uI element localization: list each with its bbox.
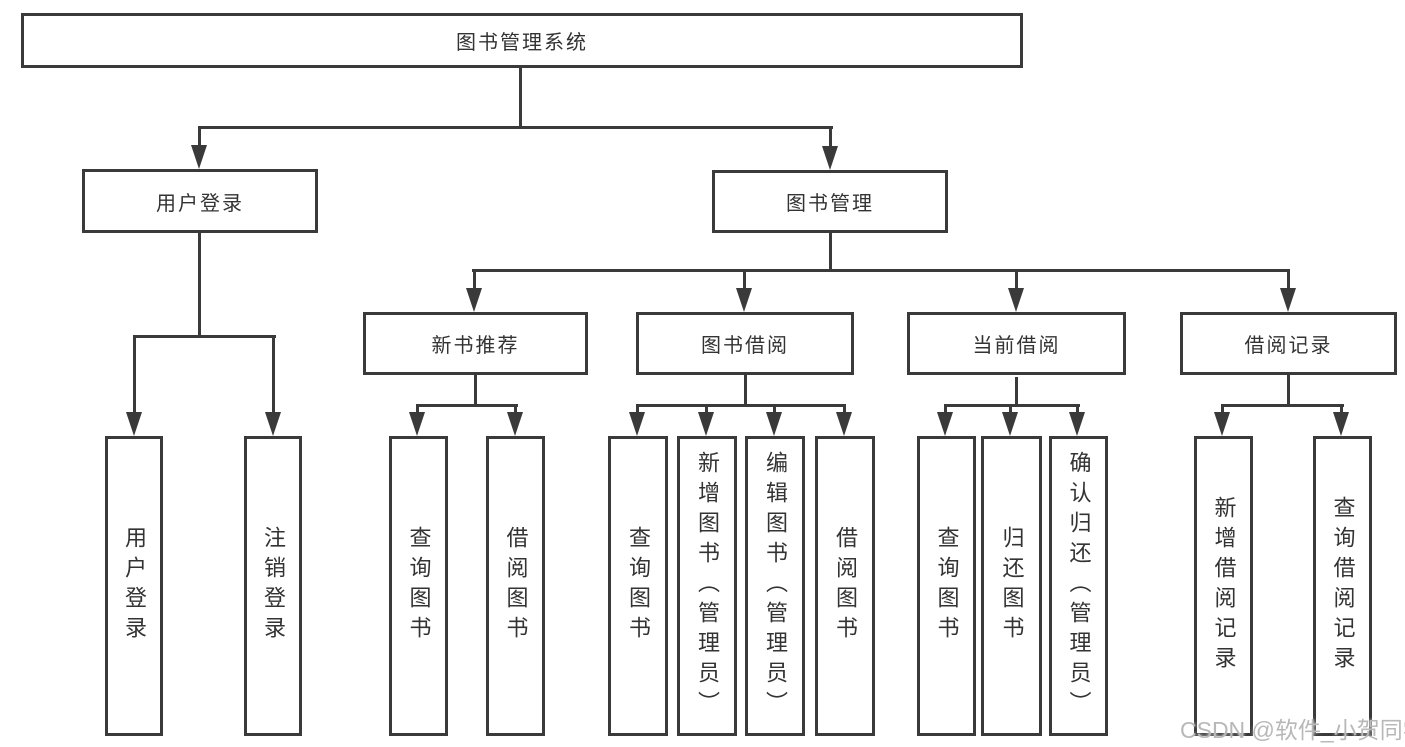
arrowhead-add-books <box>698 412 714 436</box>
connector-to-leaf-user-login <box>133 335 136 415</box>
node-new-book-recommend: 新书推荐 <box>363 312 588 375</box>
node-user-login: 用户登录 <box>82 169 318 233</box>
arrowhead-user-login <box>191 145 207 169</box>
connector-book-borrow-rail <box>636 404 846 407</box>
leaf-borrow-books-1: 借阅图书 <box>486 436 545 736</box>
leaf-return-books-label: 归还图书 <box>999 526 1025 646</box>
arrowhead-add-borrow-record <box>1214 412 1230 436</box>
leaf-edit-books-admin: 编辑图书（管理员） <box>745 436 805 736</box>
node-borrow-records-label: 借阅记录 <box>1244 335 1333 357</box>
leaf-query-books-1: 查询图书 <box>389 436 448 736</box>
leaf-add-books-admin-label: 新增图书（管理员） <box>695 451 720 721</box>
node-root-label: 图书管理系统 <box>456 32 588 54</box>
arrowhead-leaf-user-login <box>126 412 142 436</box>
csdn-watermark: CSDN @软件_小贺同学 <box>1180 717 1405 743</box>
arrowhead-query-borrow-record <box>1333 412 1349 436</box>
connector-to-edit-books <box>773 404 776 415</box>
leaf-query-books-2-label: 查询图书 <box>626 526 651 646</box>
leaf-logout: 注销登录 <box>244 436 302 736</box>
node-current-borrow: 当前借阅 <box>907 312 1126 375</box>
connector-to-user-login <box>198 126 201 148</box>
node-root: 图书管理系统 <box>21 13 1023 68</box>
leaf-borrow-books-2: 借阅图书 <box>815 436 875 736</box>
leaf-query-books-2: 查询图书 <box>608 436 668 736</box>
connector-to-current-borrow <box>1015 269 1018 290</box>
leaf-logout-label: 注销登录 <box>261 526 286 646</box>
connector-to-return-books <box>1009 404 1012 415</box>
node-new-book-recommend-label: 新书推荐 <box>431 335 520 357</box>
connector-to-query-books-1 <box>416 404 419 415</box>
connector-root-stem <box>519 68 522 129</box>
connector-user-login-stem <box>198 233 201 337</box>
arrowhead-query-books-2 <box>629 412 645 436</box>
arrowhead-new-book-recommend <box>466 288 482 312</box>
leaf-user-login: 用户登录 <box>105 436 163 736</box>
connector-to-book-management <box>829 126 832 148</box>
arrowhead-borrow-books-1 <box>507 412 523 436</box>
leaf-add-borrow-record-label: 新增借阅记录 <box>1211 496 1237 676</box>
leaf-return-books: 归还图书 <box>981 436 1042 736</box>
connector-new-book-stem <box>474 375 477 407</box>
connector-book-borrow-stem <box>744 375 747 407</box>
node-current-borrow-label: 当前借阅 <box>972 335 1061 357</box>
connector-to-query-borrow-record <box>1340 404 1343 415</box>
connector-book-management-rail <box>472 269 1290 272</box>
arrowhead-book-borrow <box>736 288 752 312</box>
leaf-confirm-return-admin-label: 确认归还（管理员） <box>1066 451 1092 721</box>
connector-user-login-rail <box>133 335 276 338</box>
arrowhead-borrow-records <box>1280 288 1296 312</box>
connector-to-query-books-2 <box>636 404 639 415</box>
connector-current-borrow-rail <box>945 404 1080 407</box>
leaf-query-books-3-label: 查询图书 <box>934 526 960 646</box>
arrowhead-confirm-return <box>1069 412 1085 436</box>
leaf-add-borrow-record: 新增借阅记录 <box>1194 436 1253 736</box>
arrowhead-leaf-logout <box>265 412 281 436</box>
connector-to-borrow-books-1 <box>514 404 517 415</box>
leaf-borrow-books-2-label: 借阅图书 <box>833 526 858 646</box>
node-book-management: 图书管理 <box>712 170 948 233</box>
connector-to-confirm-return <box>1076 404 1079 415</box>
leaf-query-borrow-record-label: 查询借阅记录 <box>1330 496 1356 676</box>
leaf-edit-books-admin-label: 编辑图书（管理员） <box>763 451 788 721</box>
connector-current-borrow-stem <box>1015 377 1018 407</box>
node-book-management-label: 图书管理 <box>786 193 874 215</box>
arrowhead-edit-books <box>766 412 782 436</box>
arrowhead-book-management <box>822 146 838 170</box>
node-borrow-records: 借阅记录 <box>1180 312 1397 375</box>
connector-to-query-books-3 <box>944 404 947 415</box>
connector-to-borrow-books-2 <box>843 404 846 415</box>
arrowhead-query-books-1 <box>409 412 425 436</box>
connector-book-management-stem <box>829 233 832 272</box>
connector-to-leaf-logout <box>272 335 275 415</box>
connector-to-new-book-recommend <box>473 269 476 290</box>
connector-to-add-borrow-record <box>1221 404 1224 415</box>
arrowhead-return-books <box>1002 412 1018 436</box>
leaf-user-login-label: 用户登录 <box>122 526 147 646</box>
connector-new-book-rail <box>417 404 518 407</box>
leaf-borrow-books-1-label: 借阅图书 <box>503 526 529 646</box>
arrowhead-borrow-books-2 <box>836 412 852 436</box>
connector-to-book-borrow <box>743 269 746 290</box>
connector-root-rail <box>198 126 833 129</box>
node-user-login-label: 用户登录 <box>156 192 244 215</box>
leaf-confirm-return-admin: 确认归还（管理员） <box>1049 436 1108 736</box>
connector-to-borrow-records <box>1287 269 1290 290</box>
arrowhead-query-books-3 <box>937 412 953 436</box>
arrowhead-current-borrow <box>1008 288 1024 312</box>
node-book-borrow-label: 图书借阅 <box>701 335 789 357</box>
connector-to-add-books <box>705 404 708 415</box>
node-book-borrow: 图书借阅 <box>636 312 854 375</box>
connector-borrow-records-stem <box>1287 375 1290 407</box>
leaf-query-borrow-record: 查询借阅记录 <box>1313 436 1372 736</box>
leaf-query-books-1-label: 查询图书 <box>406 526 432 646</box>
connector-borrow-records-rail <box>1222 404 1344 407</box>
leaf-query-books-3: 查询图书 <box>917 436 976 736</box>
leaf-add-books-admin: 新增图书（管理员） <box>677 436 737 736</box>
